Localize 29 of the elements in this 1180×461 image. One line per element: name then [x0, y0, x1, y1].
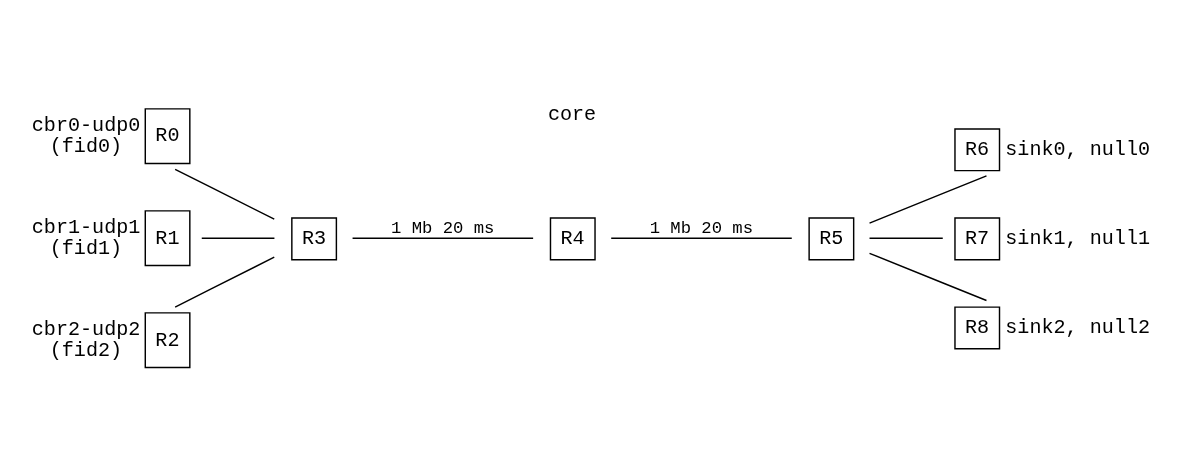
node-box: R0: [144, 107, 191, 164]
node-label: (fid2): [49, 338, 123, 362]
node-label: cbr0-udp0: [31, 113, 141, 137]
node-box: R3: [291, 216, 338, 260]
connector: [174, 168, 275, 220]
connector: [868, 236, 944, 239]
label: core: [547, 102, 597, 126]
connector: [201, 236, 276, 239]
node-label: sink1, null1: [1005, 226, 1151, 250]
connector: [868, 252, 988, 301]
node-box: R5: [808, 216, 855, 260]
node-label: cbr2-udp2: [31, 317, 141, 341]
edge-label: 1 Mb 20 ms: [649, 218, 754, 238]
connector: [351, 236, 534, 239]
edge-label: 1 Mb 20 ms: [391, 218, 495, 238]
node-box: R2: [144, 311, 191, 368]
node-label: sink0, null0: [1005, 137, 1151, 161]
node-label: (fid1): [49, 236, 123, 260]
node-label: sink2, null2: [1005, 315, 1151, 339]
connector: [174, 255, 275, 308]
node-label: (fid0): [49, 134, 123, 158]
node-box: R1: [144, 209, 191, 266]
node-box: R6: [954, 127, 1001, 171]
node-box: R4: [549, 216, 596, 260]
connector: [610, 236, 793, 239]
node-box: R7: [954, 216, 1001, 260]
connector: [868, 174, 988, 224]
node-label: cbr1-udp1: [31, 215, 141, 239]
node-box: R8: [954, 305, 1001, 350]
